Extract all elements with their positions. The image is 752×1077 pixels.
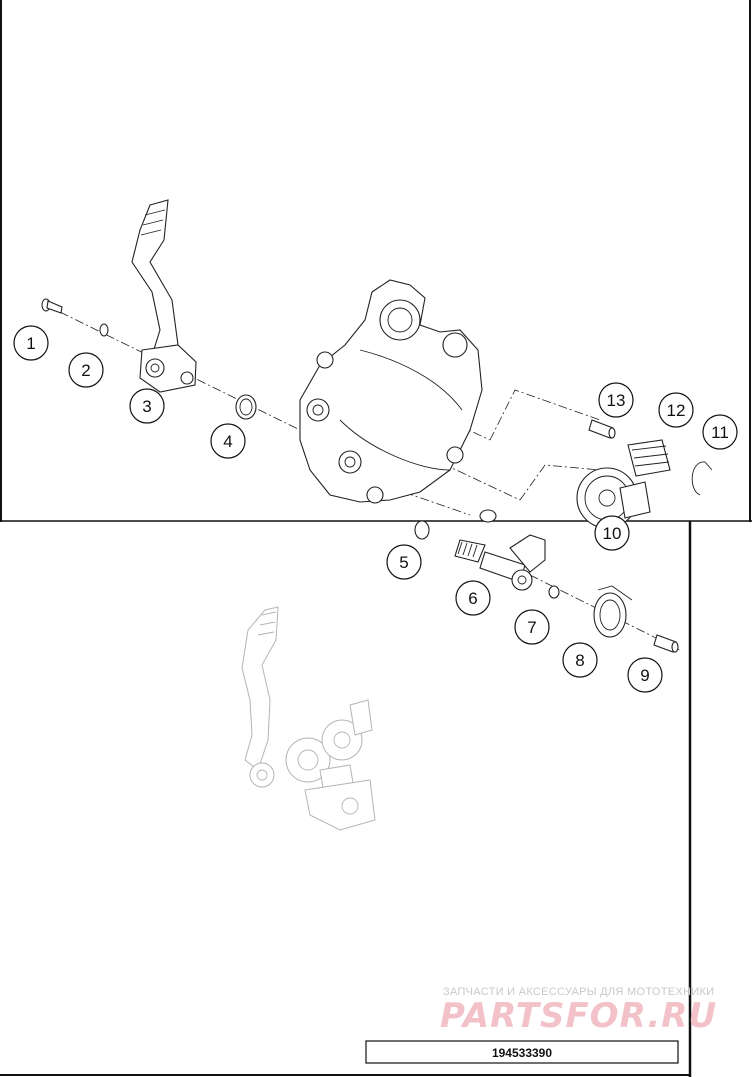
callout-12: 12	[658, 392, 694, 428]
svg-text:7: 7	[527, 618, 536, 637]
callout-8: 8	[562, 642, 598, 678]
callout-10: 10	[594, 515, 630, 551]
svg-text:1: 1	[26, 334, 35, 353]
callout-5: 5	[386, 544, 422, 580]
svg-text:6: 6	[468, 589, 477, 608]
idler-gear	[576, 467, 651, 529]
pin-gear-circlip	[588, 419, 713, 496]
watermark: ЗАПЧАСТИ И АКСЕССУАРЫ ДЛЯ МОТОТЕХНИКИ PA…	[440, 986, 717, 1036]
svg-text:5: 5	[399, 553, 408, 572]
kick-shaft-assembly	[414, 520, 679, 653]
callout-1: 1	[13, 325, 49, 361]
svg-text:2: 2	[81, 361, 90, 380]
bolt-and-washer	[41, 298, 109, 337]
svg-text:11: 11	[711, 423, 729, 442]
diagram-code-box: 194533390	[365, 1040, 679, 1064]
svg-text:9: 9	[640, 666, 649, 685]
svg-text:10: 10	[603, 524, 622, 543]
svg-text:12: 12	[667, 401, 686, 420]
callout-7: 7	[514, 609, 550, 645]
clutch-cover	[299, 279, 497, 523]
shaft-seal	[235, 394, 257, 420]
callout-11: 11	[702, 414, 738, 450]
watermark-subtitle: ЗАПЧАСТИ И АКСЕССУАРЫ ДЛЯ МОТОТЕХНИКИ	[443, 986, 714, 998]
callout-3: 3	[129, 388, 165, 424]
callout-4: 4	[210, 423, 246, 459]
svg-text:3: 3	[142, 397, 151, 416]
svg-text:8: 8	[575, 651, 584, 670]
callout-6: 6	[455, 580, 491, 616]
diagram-code: 194533390	[492, 1046, 552, 1060]
callout-2: 2	[68, 352, 104, 388]
svg-text:13: 13	[607, 391, 626, 410]
watermark-brand: PARTSFOR.RU	[440, 996, 717, 1036]
assembled-preview	[241, 606, 376, 831]
callout-13: 13	[598, 382, 634, 418]
svg-text:4: 4	[223, 432, 232, 451]
callout-9: 9	[627, 657, 663, 693]
kick-starter-lever	[131, 199, 197, 393]
